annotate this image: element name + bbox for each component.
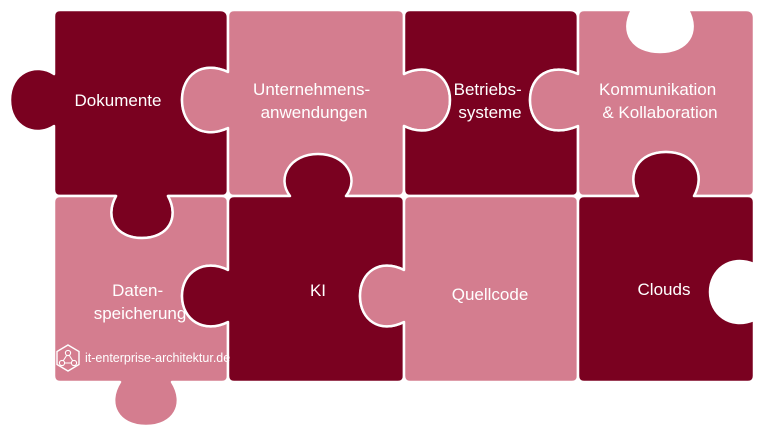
label-line: Unternehmens- xyxy=(253,80,370,99)
label-line: Quellcode xyxy=(452,285,529,304)
watermark-text: it-enterprise-architektur.de xyxy=(85,351,230,365)
label-line: Daten- xyxy=(112,281,163,300)
label-line: speicherung xyxy=(94,304,187,323)
label-line: Dokumente xyxy=(75,91,162,110)
label-unternehmensanwendungen: Unternehmens- anwendungen xyxy=(253,80,375,122)
label-clouds: Clouds xyxy=(638,280,691,299)
label-quellcode: Quellcode xyxy=(452,285,529,304)
label-line: anwendungen xyxy=(261,103,368,122)
label-dokumente: Dokumente xyxy=(75,91,162,110)
watermark: it-enterprise-architektur.de xyxy=(56,344,230,372)
hexagon-network-icon xyxy=(56,344,80,372)
piece-clouds: Clouds xyxy=(576,150,756,384)
piece-kommunikation: Kommunikation & Kollaboration xyxy=(528,8,756,198)
label-line: systeme xyxy=(458,103,521,122)
puzzle-piece-shape xyxy=(576,150,756,384)
label-line: Clouds xyxy=(638,280,691,299)
label-kommunikation: Kommunikation & Kollaboration xyxy=(599,80,721,122)
label-line: Kommunikation xyxy=(599,80,716,99)
label-datenspeicherung: Daten- speicherung xyxy=(94,281,187,323)
label-line: Betriebs- xyxy=(454,80,522,99)
label-betriebssysteme: Betriebs- systeme xyxy=(454,80,527,122)
label-ki: KI xyxy=(310,281,326,300)
label-line: & Kollaboration xyxy=(602,103,717,122)
label-line: KI xyxy=(310,281,326,300)
